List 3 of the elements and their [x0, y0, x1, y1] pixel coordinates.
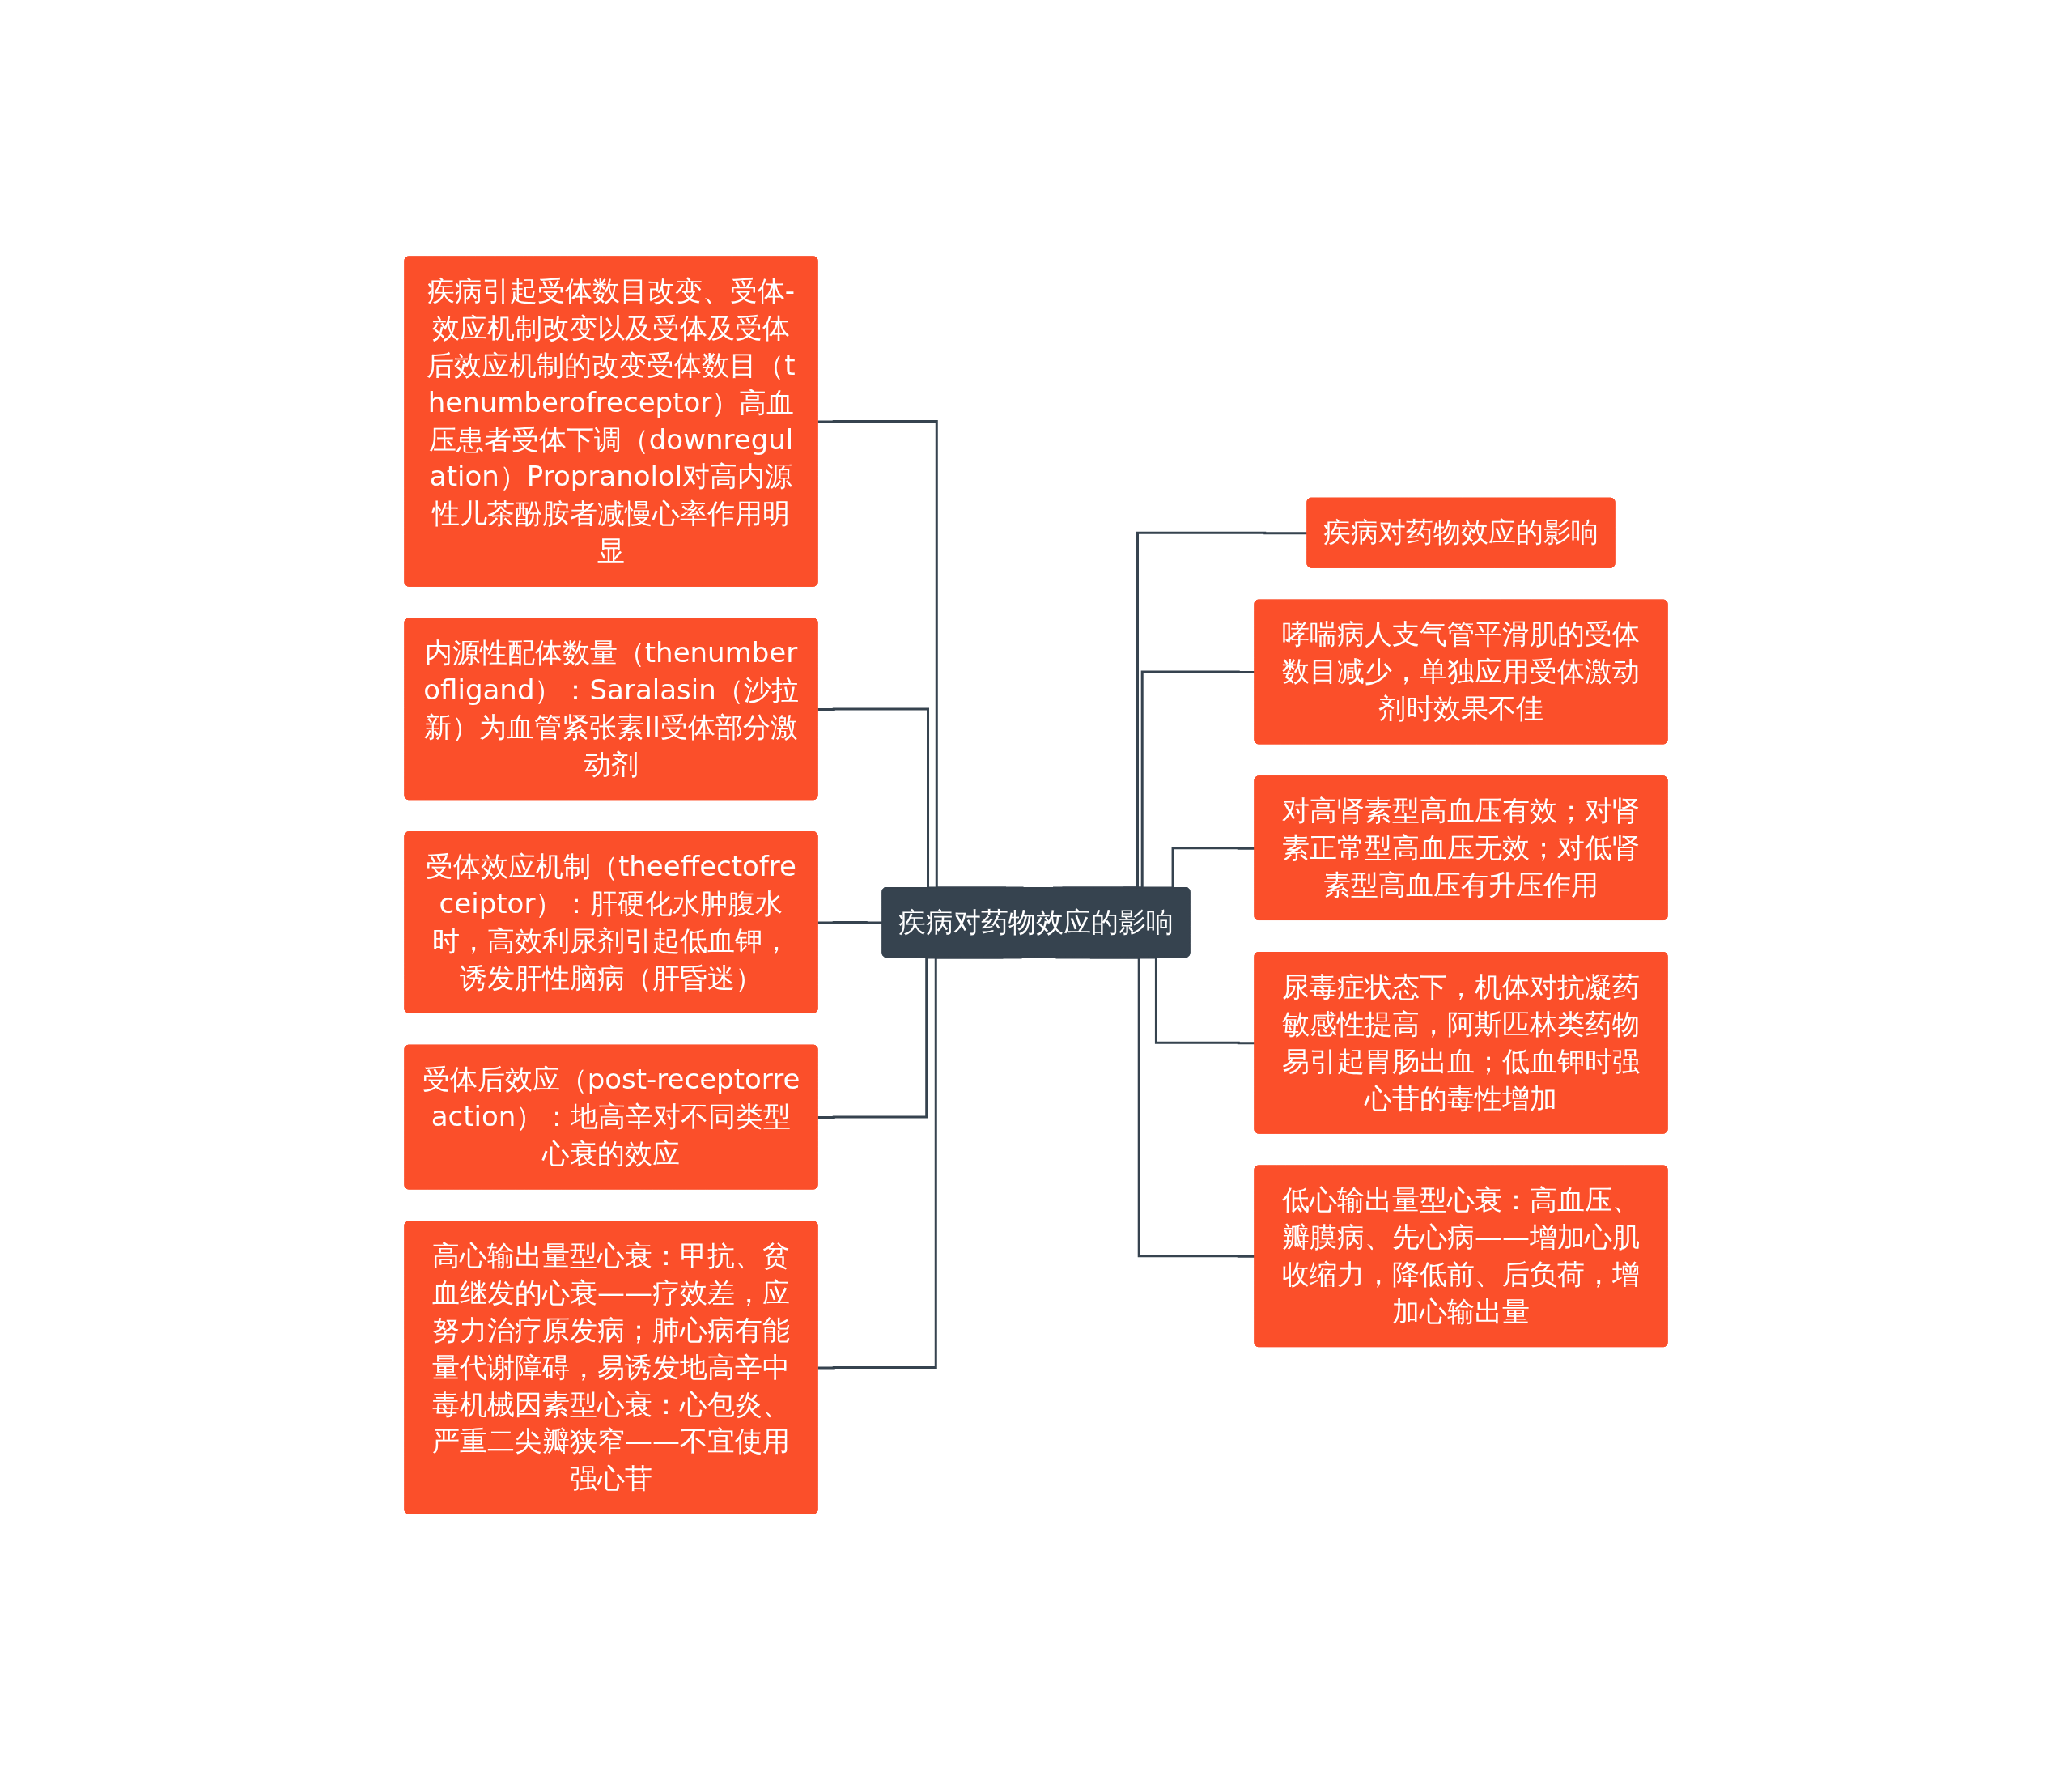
- connector: [817, 956, 1022, 1370]
- connector: [817, 921, 883, 924]
- connector: [1055, 956, 1255, 1259]
